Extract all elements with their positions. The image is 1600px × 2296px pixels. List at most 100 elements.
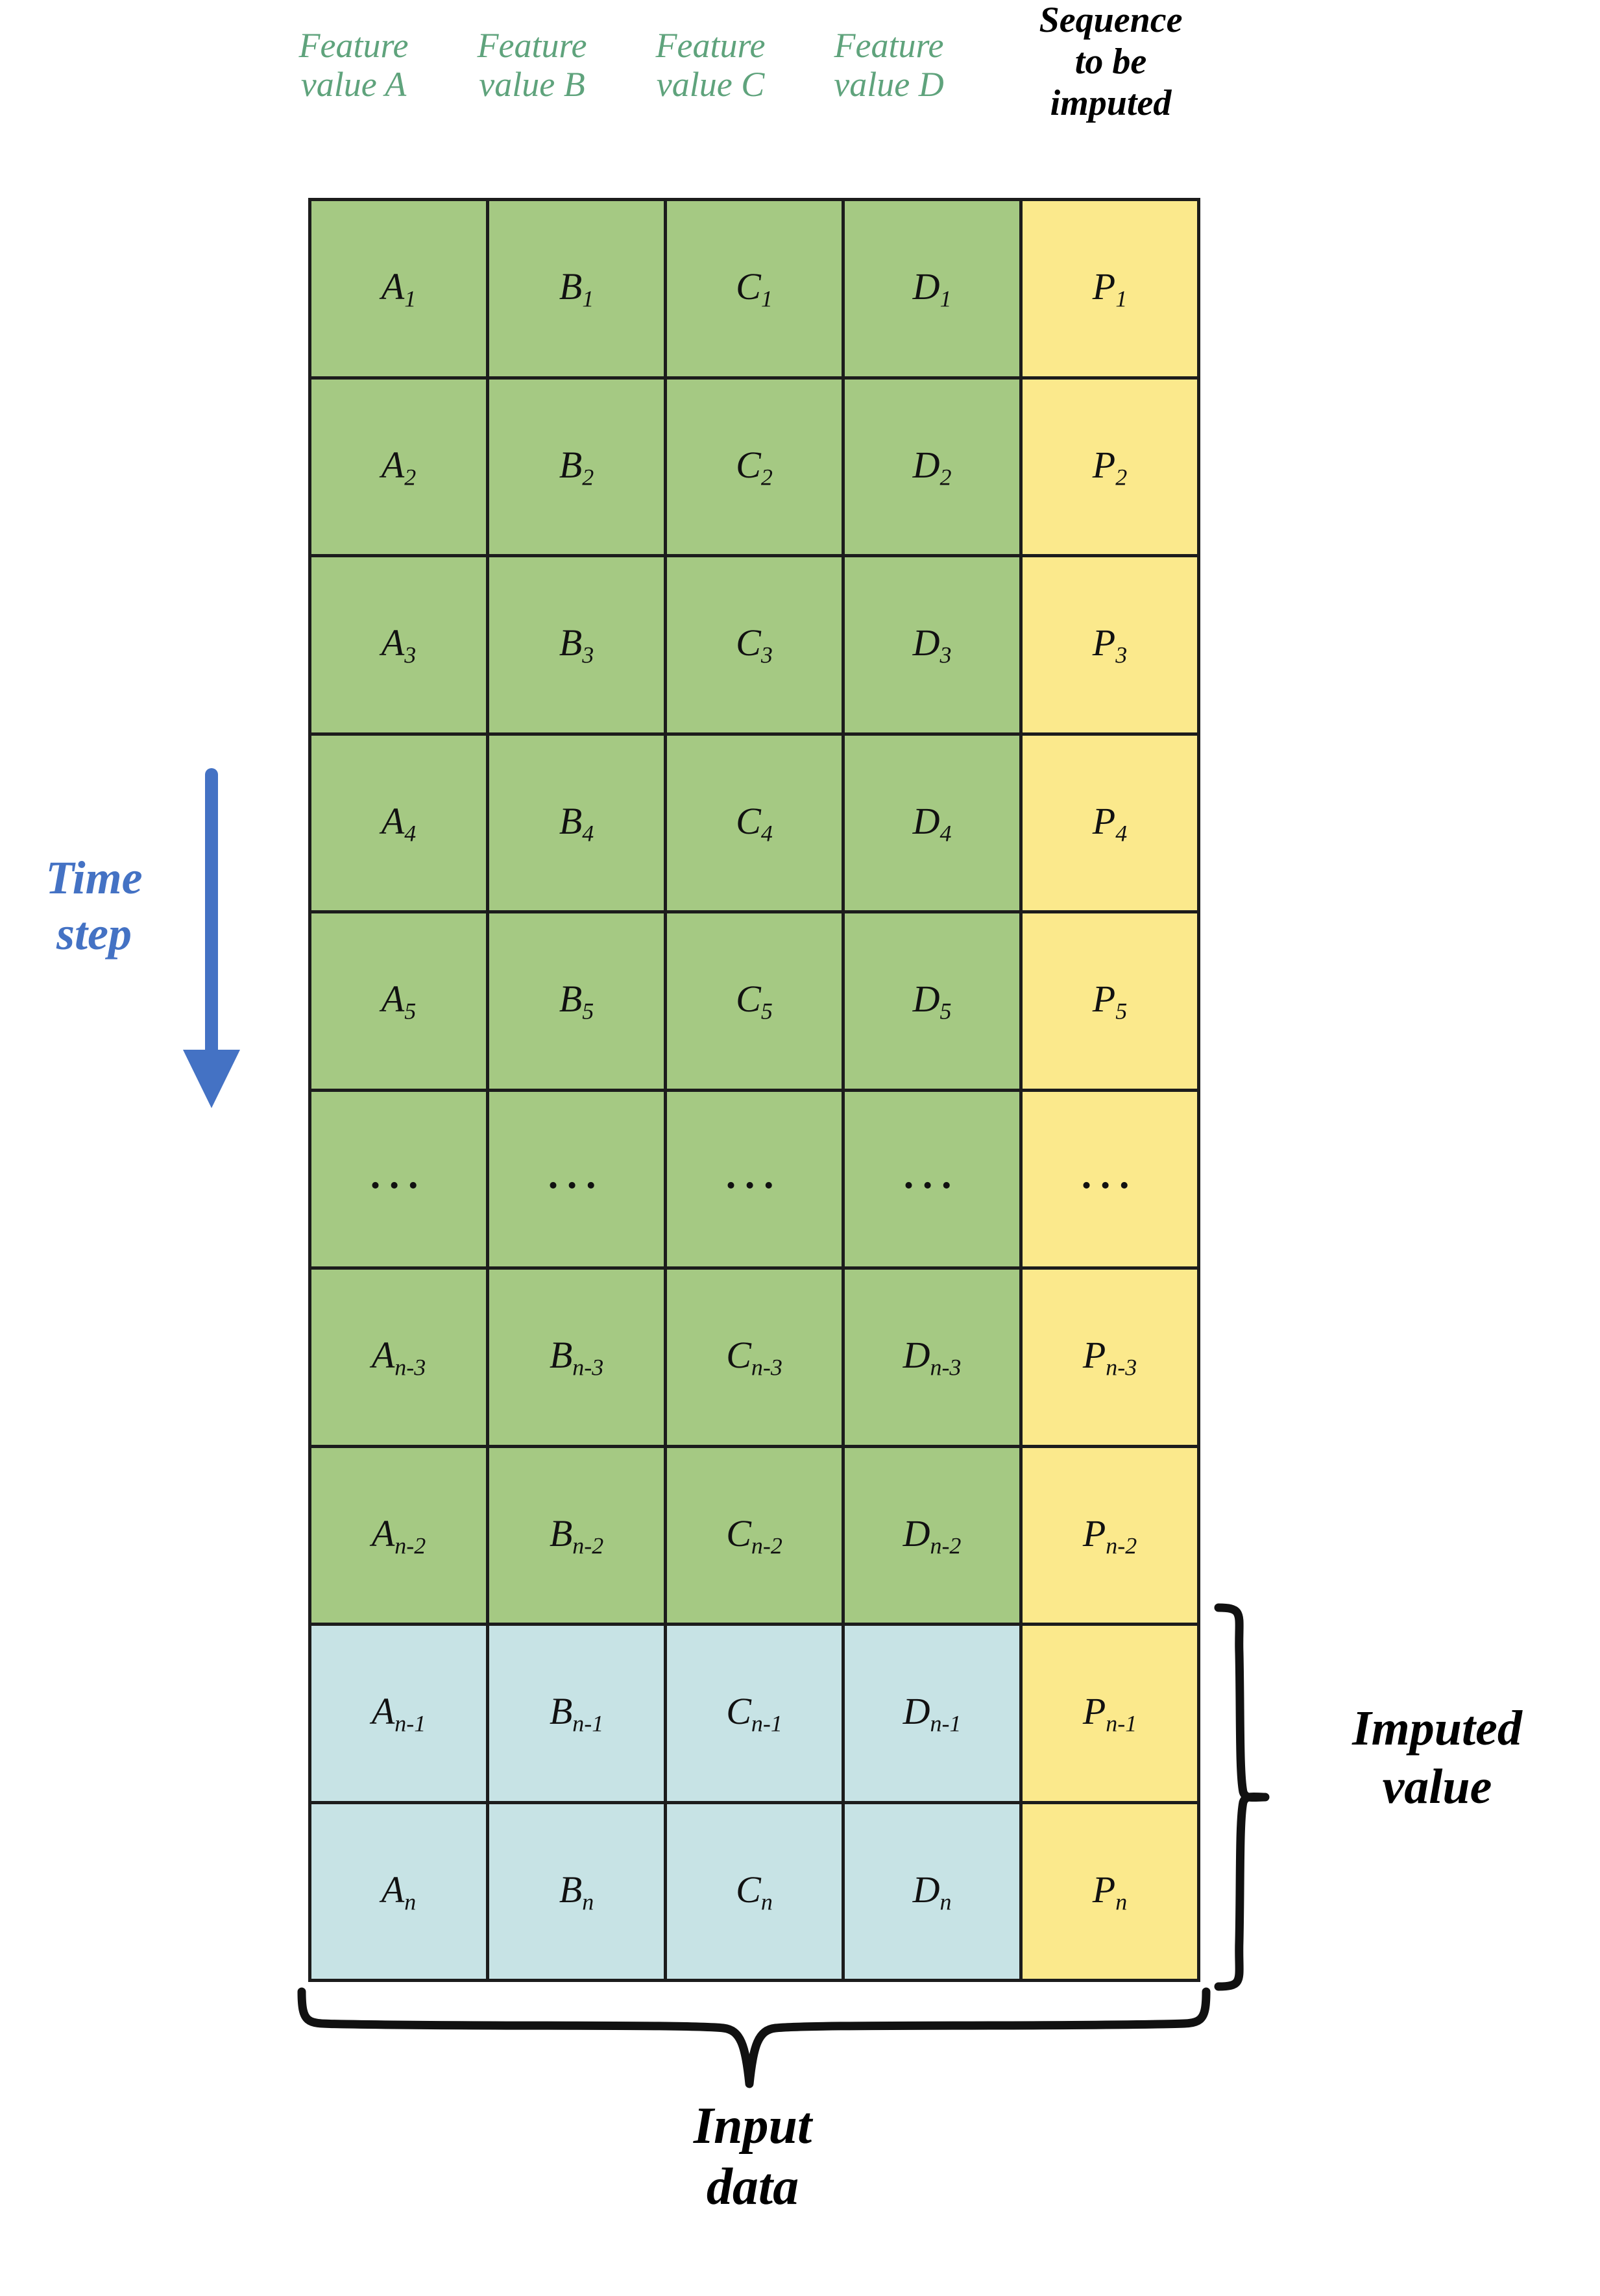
ellipsis-glyph: ... (725, 1153, 783, 1198)
cell-symbol: C (726, 1334, 751, 1376)
table-cell-a-2: A2 (311, 379, 486, 554)
cell-subscript: 1 (939, 285, 952, 312)
cell-symbol: P (1092, 978, 1116, 1020)
table-cell-b-1: B1 (486, 201, 664, 376)
cell-label: C2 (736, 443, 773, 491)
table-cell-a-...: ... (311, 1091, 486, 1266)
cell-symbol: A (371, 1690, 395, 1732)
cell-symbol: B (559, 265, 583, 308)
cell-label: A3 (382, 621, 416, 669)
cell-symbol: B (549, 1690, 573, 1732)
table-cell-c-n-1: Cn-1 (664, 1626, 842, 1801)
table-row: A3 B 3 C3 D3 P3 (311, 554, 1197, 732)
cell-label: An-1 (372, 1689, 426, 1737)
table-cell-a-n-1: An-1 (311, 1626, 486, 1801)
cell-subscript: n-3 (394, 1354, 426, 1381)
cell-subscript: n (582, 1889, 594, 1915)
cell-subscript: 4 (939, 820, 952, 846)
cell-symbol: A (371, 1334, 395, 1376)
cell-label: P1 (1093, 265, 1127, 313)
column-header-feature-d: Feature value D (834, 26, 944, 104)
cell-label: P2 (1093, 443, 1127, 491)
ellipsis-glyph: ... (370, 1153, 428, 1198)
cell-label: Dn-3 (903, 1333, 962, 1381)
table-cell-p-1: P1 (1019, 201, 1197, 376)
table-cell-b-n-2: Bn-2 (486, 1447, 664, 1623)
cell-label: Pn-3 (1083, 1333, 1137, 1381)
cell-label: C5 (736, 977, 773, 1025)
cell-label: D3 (913, 621, 952, 669)
cell-symbol: C (736, 265, 761, 308)
table-cell-c-3: C3 (664, 557, 842, 732)
cell-label: Pn-2 (1083, 1512, 1137, 1560)
cell-label: Cn (736, 1868, 773, 1916)
table-cell-a-3: A3 (311, 557, 486, 732)
imputed-value-label: Imputed value (1352, 1701, 1522, 1814)
table-cell-a-n-2: An-2 (311, 1447, 486, 1623)
table-cell-b-n: Bn (486, 1804, 664, 1979)
table-cell-a-n-3: An-3 (311, 1270, 486, 1445)
cell-subscript: n-1 (751, 1710, 782, 1737)
cell-subscript: 4 (404, 820, 417, 846)
table-cell-c-n-3: Cn-3 (664, 1270, 842, 1445)
cell-symbol: D (912, 799, 940, 842)
table-cell-d-1: D1 (842, 201, 1019, 376)
cell-symbol: D (912, 1868, 940, 1911)
cell-subscript: n-2 (751, 1532, 782, 1558)
table-cell-d-3: D3 (842, 557, 1019, 732)
cell-label: An-2 (372, 1512, 426, 1560)
cell-symbol: P (1092, 799, 1116, 842)
cell-symbol: B (559, 799, 583, 842)
cell-subscript: 1 (1115, 285, 1128, 312)
table-cell-d-n: Dn (842, 1804, 1019, 1979)
cell-symbol: P (1082, 1512, 1106, 1554)
table-cell-a-n: An (311, 1804, 486, 1979)
cell-symbol: A (381, 443, 405, 486)
cell-subscript: 1 (760, 285, 773, 312)
ellipsis-glyph: ... (1081, 1153, 1139, 1198)
cell-label: P3 (1093, 621, 1127, 669)
table-cell-c-1: C1 (664, 201, 842, 376)
cell-subscript: 5 (939, 998, 952, 1024)
cell-symbol: P (1092, 443, 1116, 486)
cell-subscript: 1 (582, 285, 594, 312)
cell-subscript: n (939, 1889, 952, 1915)
table-cell-b-5: B5 (486, 913, 664, 1089)
cell-subscript: 1 (404, 285, 417, 312)
cell-symbol: A (381, 799, 405, 842)
cell-label: Bn-3 (550, 1333, 603, 1381)
cell-subscript: n-1 (394, 1710, 426, 1737)
cell-subscript: n (1115, 1889, 1128, 1915)
cell-subscript: n (760, 1889, 773, 1915)
cell-subscript: 3 (1115, 642, 1128, 668)
cell-symbol: B (559, 622, 583, 664)
cell-label: Pn-1 (1083, 1689, 1137, 1737)
cell-symbol: B (549, 1334, 573, 1376)
cell-subscript: n (404, 1889, 417, 1915)
table-cell-c-...: ... (664, 1091, 842, 1266)
cell-symbol: P (1092, 622, 1116, 664)
table-cell-d-n-1: Dn-1 (842, 1626, 1019, 1801)
cell-subscript: 2 (404, 464, 417, 490)
cell-label: An-3 (372, 1333, 426, 1381)
cell-label: Bn (559, 1868, 594, 1916)
table-cell-p-3: P3 (1019, 557, 1197, 732)
column-header-feature-b: Feature value B (477, 26, 587, 104)
cell-symbol: A (381, 265, 405, 308)
cell-label: B5 (559, 977, 594, 1025)
cell-label: B2 (559, 443, 594, 491)
table-cell-b-...: ... (486, 1091, 664, 1266)
cell-label: A1 (382, 265, 416, 313)
cell-label: P5 (1093, 977, 1127, 1025)
table-cell-b-2: B2 (486, 379, 664, 554)
cell-label: D4 (913, 799, 952, 847)
cell-subscript: 5 (1115, 998, 1128, 1024)
table-cell-b-n-3: Bn-3 (486, 1270, 664, 1445)
cell-symbol: D (903, 1334, 930, 1376)
column-header-feature-c: Feature value C (655, 26, 766, 104)
cell-label: A5 (382, 977, 416, 1025)
